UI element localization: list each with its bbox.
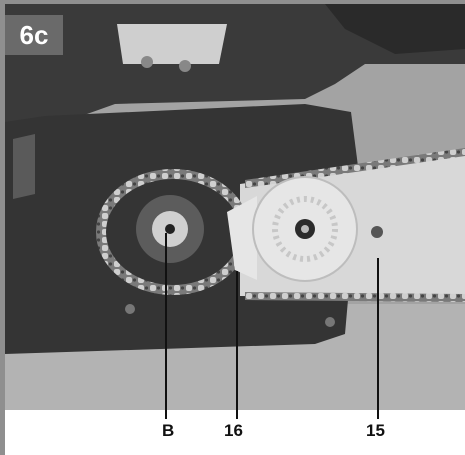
chain-lower-run <box>245 292 465 302</box>
callout-leader-15 <box>377 258 379 419</box>
callout-label-15: 15 <box>366 421 385 440</box>
body-screw-right <box>325 317 335 327</box>
bar-peg <box>371 226 383 238</box>
tensioner-base <box>227 196 257 280</box>
rear-handle <box>325 4 465 54</box>
knob-center-bolt <box>301 225 309 233</box>
figure-frame-left <box>0 0 5 455</box>
top-bracket <box>117 24 227 64</box>
figure-id-badge: 6c <box>5 15 63 55</box>
body-screw-left <box>125 304 135 314</box>
chainsaw-illustration <box>5 4 465 410</box>
callout-label-b: B <box>162 421 175 440</box>
knob-grip-ring <box>272 196 338 262</box>
side-panel <box>13 134 35 199</box>
chainsaw-photo <box>5 4 465 410</box>
sprocket-center <box>165 224 175 234</box>
callout-leader-b <box>165 233 167 419</box>
callout-leader-16 <box>236 271 238 419</box>
bracket-screw-right <box>179 60 191 72</box>
callout-label-16: 16 <box>224 421 243 440</box>
bracket-screw-left <box>141 56 153 68</box>
figure-frame-top <box>0 0 465 4</box>
